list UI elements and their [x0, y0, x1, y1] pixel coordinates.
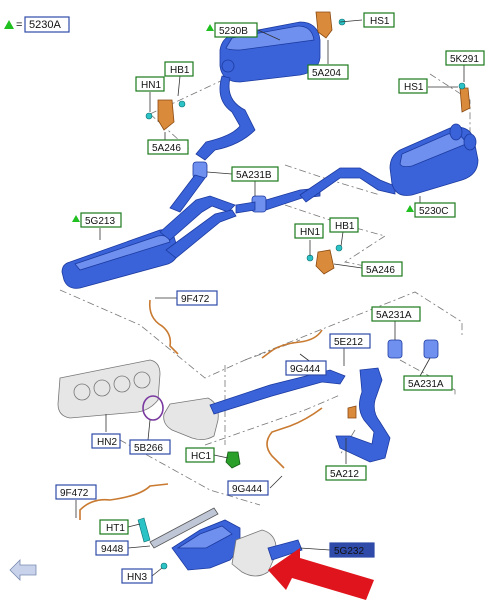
legend-label: 5230A: [29, 19, 61, 31]
callout-HC1[interactable]: HC1: [185, 447, 215, 463]
svg-text:5A231A: 5A231A: [408, 379, 444, 390]
direction-arrow-icon: [9, 559, 37, 581]
svg-text:9G444: 9G444: [290, 364, 320, 375]
callout-5230C[interactable]: 5230C: [406, 202, 456, 218]
callout-5A212[interactable]: 5A212: [325, 465, 367, 481]
svg-text:5G213: 5G213: [85, 216, 115, 227]
callout-HB1-left[interactable]: HB1: [164, 61, 194, 77]
svg-text:5230B: 5230B: [219, 26, 248, 37]
svg-text:HC1: HC1: [191, 451, 211, 462]
legend: = 5230A: [4, 16, 70, 33]
svg-text:9F472: 9F472: [181, 294, 210, 305]
svg-text:5A246: 5A246: [152, 143, 181, 154]
callout-5A204[interactable]: 5A204: [307, 64, 349, 80]
exhaust-manifold-right[interactable]: [171, 519, 303, 577]
svg-text:5A212: 5A212: [330, 469, 359, 480]
callout-5G213[interactable]: 5G213: [72, 212, 122, 228]
hanger-brackets: [157, 11, 471, 419]
center-clamps: [235, 167, 396, 214]
center-resonator[interactable]: [61, 174, 237, 289]
svg-text:HN2: HN2: [97, 437, 117, 448]
legend-triangle-icon: [4, 20, 14, 29]
gasket-9448[interactable]: [137, 507, 219, 549]
svg-text:5A204: 5A204: [312, 68, 341, 79]
callout-9G444-top[interactable]: 9G444: [285, 360, 327, 376]
callout-HS1-right[interactable]: HS1: [398, 78, 428, 94]
callout-9F472-bottom[interactable]: 9F472: [55, 484, 97, 500]
svg-text:=: =: [16, 19, 22, 31]
callout-9F472-top[interactable]: 9F472: [176, 290, 218, 306]
callout-HN2[interactable]: HN2: [91, 433, 121, 449]
callout-5230B[interactable]: 5230B: [206, 22, 258, 38]
clamps-5A231A[interactable]: [387, 339, 439, 359]
catalytic-converter-left[interactable]: [163, 369, 346, 440]
svg-text:HN1: HN1: [300, 227, 320, 238]
svg-text:5A231B: 5A231B: [236, 170, 272, 181]
callout-9448[interactable]: 9448: [95, 540, 129, 556]
svg-text:HB1: HB1: [335, 221, 355, 232]
callout-5K291[interactable]: 5K291: [445, 50, 485, 66]
svg-text:HN3: HN3: [127, 572, 147, 583]
callout-5G232[interactable]: 5G232: [329, 542, 375, 558]
svg-text:5A246: 5A246: [366, 265, 395, 276]
callout-HN3[interactable]: HN3: [121, 568, 153, 584]
callouts: 5230B HS1 5A204 HB1 HN1 5A246 5K291 HS1: [55, 12, 485, 584]
svg-text:5230C: 5230C: [419, 206, 448, 217]
svg-text:HN1: HN1: [141, 80, 161, 91]
callout-9G444-bottom[interactable]: 9G444: [227, 480, 269, 496]
svg-text:HS1: HS1: [370, 16, 390, 27]
front-pipe-5A212[interactable]: [335, 367, 391, 463]
rear-muffler-right[interactable]: [389, 123, 479, 196]
gasket-5B266[interactable]: [142, 395, 164, 421]
callout-5A246-top[interactable]: 5A246: [147, 139, 189, 155]
callout-5B266[interactable]: 5B266: [129, 439, 171, 455]
svg-text:9448: 9448: [101, 544, 124, 555]
red-pointer-arrow-icon: [268, 548, 374, 600]
callout-5A231A-bottom[interactable]: 5A231A: [403, 375, 453, 391]
callout-HN1-right[interactable]: HN1: [294, 223, 324, 239]
callout-HB1-right[interactable]: HB1: [329, 217, 359, 233]
exhaust-manifold-left[interactable]: [57, 359, 161, 419]
sensor-wires: [79, 299, 323, 520]
leader-lines: [75, 19, 465, 577]
svg-text:9G444: 9G444: [232, 484, 262, 495]
callout-5E212[interactable]: 5E212: [329, 333, 371, 349]
fasteners: [102, 18, 466, 570]
svg-text:HS1: HS1: [404, 82, 424, 93]
svg-text:5G232: 5G232: [334, 546, 364, 557]
callout-5A231B[interactable]: 5A231B: [231, 166, 279, 182]
callout-HN1-left[interactable]: HN1: [135, 76, 165, 92]
svg-text:HB1: HB1: [170, 65, 190, 76]
callout-HT1[interactable]: HT1: [99, 519, 129, 535]
svg-text:9F472: 9F472: [60, 488, 89, 499]
svg-text:5B266: 5B266: [134, 443, 163, 454]
clip-HC1[interactable]: [225, 451, 241, 469]
callout-5A246-right[interactable]: 5A246: [361, 261, 403, 277]
svg-text:5A231A: 5A231A: [376, 310, 412, 321]
callout-HS1-top[interactable]: HS1: [363, 12, 395, 28]
svg-text:5K291: 5K291: [450, 54, 479, 65]
callout-5A231A-top[interactable]: 5A231A: [371, 306, 421, 322]
left-intermediate-pipe: [195, 75, 256, 161]
svg-text:HT1: HT1: [106, 523, 125, 534]
svg-text:5E212: 5E212: [334, 337, 363, 348]
